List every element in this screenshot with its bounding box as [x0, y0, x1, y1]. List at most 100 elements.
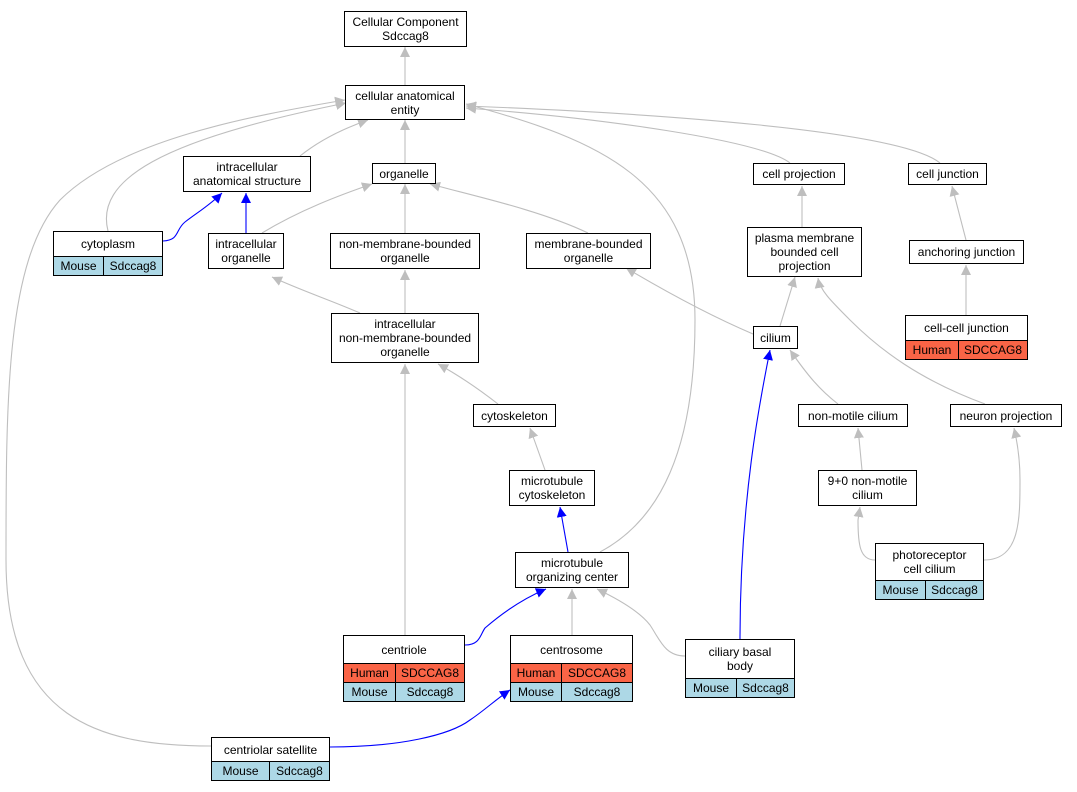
- species-cell: Human: [350, 666, 389, 680]
- term-label-line: cell projection: [762, 167, 836, 181]
- term-label-line: cytoskeleton: [518, 488, 586, 502]
- term-label-line: photoreceptor: [892, 548, 967, 562]
- term-label: cilium: [754, 327, 797, 348]
- term-label-line: Sdccag8: [382, 29, 429, 43]
- edge-cae-from-ias: [299, 118, 369, 157]
- species-cell: Mouse: [222, 764, 259, 778]
- edge-cytoskeleton-from-mtcyto: [528, 427, 546, 471]
- term-label: cytoskeleton: [474, 405, 555, 426]
- term-label-line: cilium: [852, 488, 883, 502]
- term-organelle[interactable]: organelle: [372, 163, 436, 184]
- term-label: neuron projection: [951, 405, 1061, 426]
- term-cytoskeleton[interactable]: cytoskeleton: [473, 404, 556, 427]
- term-label-line: cell cilium: [903, 562, 956, 576]
- term-label-line: organelle: [380, 251, 430, 265]
- term-label-line: anatomical structure: [192, 174, 302, 188]
- term-cilium[interactable]: cilium: [753, 326, 798, 349]
- edge-neuronproj-from-photo: [983, 427, 1022, 561]
- edge-intraorg-from-inmbo: [271, 276, 361, 314]
- species-cell: Mouse: [60, 259, 97, 273]
- term-label-line: membrane-bounded: [534, 237, 643, 251]
- edge-cae-from-cytoplasm: [106, 100, 347, 232]
- edge-cae-from-satellite: [5, 96, 346, 747]
- term-label-line: organelle: [379, 166, 429, 181]
- term-label-line: non-membrane-bounded: [338, 331, 472, 345]
- edge-nonmotile-from-nine: [853, 427, 864, 471]
- gene-cell: Sdccag8: [103, 257, 162, 275]
- term-label-line: organelle: [221, 251, 271, 265]
- term-label-line: intracellular: [216, 160, 278, 174]
- term-label-line: centriolar satellite: [223, 742, 318, 757]
- term-label-line: non-motile cilium: [807, 408, 899, 423]
- term-label-line: cellular anatomical: [355, 88, 455, 103]
- term-label: centriolar satellite: [212, 738, 329, 761]
- species-cell: Mouse: [882, 583, 919, 597]
- term-neuronproj[interactable]: neuron projection: [950, 404, 1062, 427]
- edge-ias-from-cytoplasm: [162, 192, 223, 242]
- edge-inmbo-from-cytoskeleton: [437, 363, 499, 405]
- term-label-line: organizing center: [525, 570, 619, 584]
- edge-cilium-from-nonmotile: [789, 349, 839, 405]
- annotation-row: Human SDCCAG8: [344, 663, 464, 682]
- edge-mbo-from-cilium: [625, 267, 754, 335]
- annotation-row: Mouse Sdccag8: [54, 256, 162, 275]
- edge-cilium-from-basal: [739, 349, 773, 640]
- gene-cell: Sdccag8: [736, 679, 794, 697]
- edge-mtoc-from-basal: [596, 588, 686, 657]
- term-anchjunc[interactable]: anchoring junction: [909, 240, 1024, 264]
- species-cell: Mouse: [517, 685, 555, 699]
- term-label: cytoplasm: [54, 232, 162, 256]
- species-cell: Mouse: [692, 681, 730, 695]
- gene-cell: Sdccag8: [561, 683, 632, 701]
- edge-mtcyto-from-mtoc: [556, 506, 569, 553]
- edge-celljunc-from-anchjunc: [949, 185, 967, 241]
- term-label-line: neuron projection: [959, 408, 1053, 423]
- term-celljunc[interactable]: cell junction: [908, 163, 987, 185]
- term-label-line: microtubule: [540, 556, 604, 570]
- term-label-line: plasma membrane: [754, 231, 855, 245]
- term-label: centriole: [344, 636, 464, 663]
- edge-cae-from-celljunc: [465, 101, 941, 164]
- edge-pmbcp-from-cilium: [779, 276, 797, 327]
- species-cell: Mouse: [351, 685, 388, 699]
- edge-cae-from-cellproj: [465, 103, 791, 164]
- annotation-row: Mouse Sdccag8: [511, 682, 632, 701]
- term-label-line: non-membrane-bounded: [338, 237, 472, 251]
- term-label: cell projection: [754, 164, 844, 184]
- gene-cell: SDCCAG8: [395, 664, 464, 682]
- term-label-line: projection: [778, 259, 831, 273]
- term-nonmotile[interactable]: non-motile cilium: [798, 404, 908, 427]
- edge-mtoc-from-centriole: [464, 588, 547, 646]
- term-cellproj[interactable]: cell projection: [753, 163, 845, 185]
